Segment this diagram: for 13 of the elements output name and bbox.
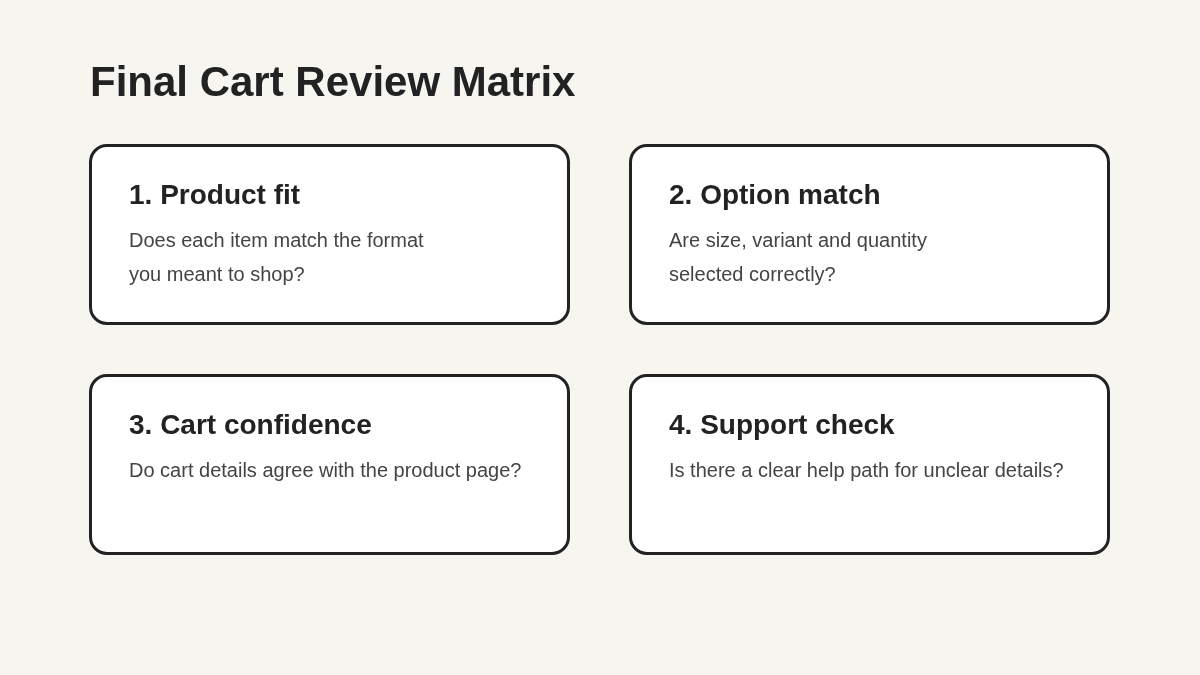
card-heading: 4. Support check [669, 408, 895, 442]
card-description: Is there a clear help path for unclear details? [669, 458, 1065, 483]
card-heading: 1. Product fit [129, 178, 301, 212]
review-card [89, 374, 570, 555]
card-description: Does each item match the format you meant to shop? [129, 228, 425, 287]
card-description: Do cart details agree with the product page? [129, 458, 523, 483]
card-heading: 2. Option match [669, 178, 881, 212]
review-card [89, 144, 570, 325]
review-card [629, 144, 1110, 325]
card-heading: 3. Cart confidence [129, 408, 372, 442]
card-description: Are size, variant and quantity selected correctly? [669, 228, 928, 287]
review-card [629, 374, 1110, 555]
diagram-title: Final Cart Review Matrix [90, 57, 576, 107]
